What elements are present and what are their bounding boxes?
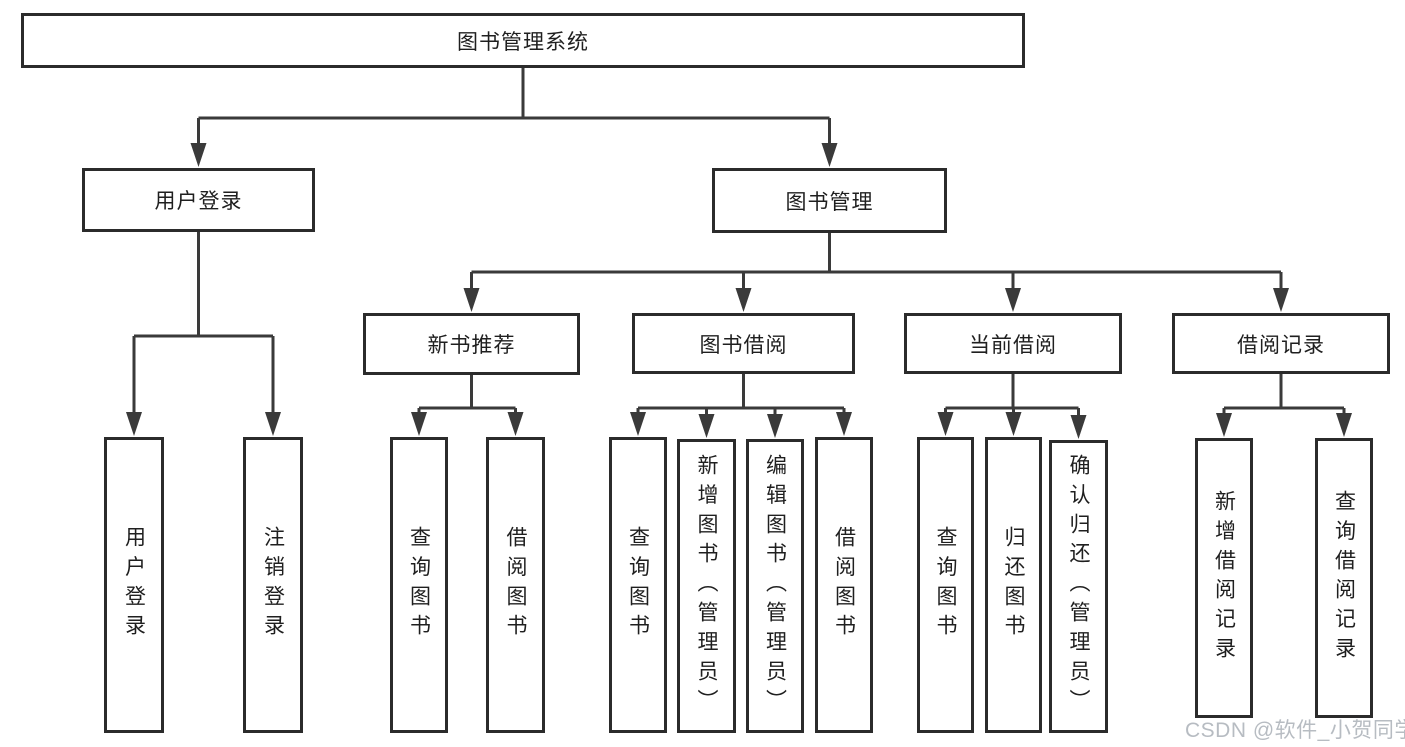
csdn-watermark: CSDN @软件_小贺同学	[1185, 719, 1405, 742]
node-current-borrow-label: 当前借阅	[969, 333, 1057, 357]
arrowhead-icon	[1216, 413, 1232, 437]
leaf-records-add: 新增借阅记录	[1195, 438, 1253, 718]
leaf-borrow-borrow-label: 借阅图书	[832, 526, 856, 644]
arrowhead-icon	[507, 412, 524, 436]
arrowhead-icon	[190, 143, 207, 167]
node-borrow-records: 借阅记录	[1172, 313, 1390, 374]
leaf-borrow-edit-admin-label: 编辑图书（管理员）	[763, 453, 787, 719]
leaf-borrow-query: 查询图书	[609, 437, 667, 733]
arrowhead-icon	[1005, 288, 1021, 312]
node-book-management-label: 图书管理	[785, 190, 874, 214]
arrowhead-icon	[265, 412, 281, 436]
node-user-login-label: 用户登录	[154, 190, 243, 213]
leaf-current-confirm-admin-label: 确认归还（管理员）	[1067, 454, 1091, 719]
leaf-current-confirm-admin: 确认归还（管理员）	[1049, 440, 1108, 733]
leaf-records-add-label: 新增借阅记录	[1212, 489, 1236, 667]
node-root-label: 图书管理系统	[457, 30, 589, 54]
node-new-book-recommend: 新书推荐	[363, 313, 580, 375]
arrowhead-icon	[126, 412, 142, 436]
leaf-current-return: 归还图书	[985, 437, 1042, 733]
leaf-newbook-query-label: 查询图书	[407, 526, 431, 644]
leaf-logout-label: 注销登录	[261, 526, 285, 644]
leaf-borrow-add-admin: 新增图书（管理员）	[677, 439, 736, 733]
leaf-current-return-label: 归还图书	[1002, 526, 1026, 644]
leaf-newbook-borrow-label: 借阅图书	[504, 526, 528, 644]
leaf-user-login-label: 用户登录	[122, 526, 146, 644]
node-root: 图书管理系统	[21, 13, 1025, 68]
arrowhead-icon	[1336, 413, 1352, 437]
leaf-borrow-edit-admin: 编辑图书（管理员）	[746, 439, 804, 733]
leaf-logout: 注销登录	[243, 437, 303, 733]
arrowhead-icon	[1070, 415, 1087, 439]
node-new-book-recommend-label: 新书推荐	[427, 334, 516, 357]
arrowhead-icon	[463, 288, 480, 312]
leaf-borrow-add-admin-label: 新增图书（管理员）	[695, 453, 719, 719]
arrowhead-icon	[735, 288, 752, 312]
arrowhead-icon	[1273, 288, 1289, 312]
leaf-records-query: 查询借阅记录	[1315, 438, 1373, 718]
arrowhead-icon	[767, 414, 783, 438]
arrowhead-icon	[630, 412, 646, 436]
node-user-login: 用户登录	[82, 168, 315, 232]
arrowhead-icon	[698, 414, 715, 438]
leaf-current-query: 查询图书	[917, 437, 974, 733]
arrowhead-icon	[1005, 412, 1022, 436]
arrowhead-icon	[836, 412, 852, 436]
leaf-user-login: 用户登录	[104, 437, 164, 733]
arrowhead-icon	[937, 412, 954, 436]
node-book-borrow: 图书借阅	[632, 313, 855, 374]
leaf-current-query-label: 查询图书	[934, 526, 958, 644]
leaf-newbook-query: 查询图书	[390, 437, 448, 733]
arrowhead-icon	[411, 412, 427, 436]
node-book-management: 图书管理	[712, 168, 947, 233]
leaf-newbook-borrow: 借阅图书	[486, 437, 545, 733]
leaf-borrow-borrow: 借阅图书	[815, 437, 873, 733]
leaf-records-query-label: 查询借阅记录	[1332, 489, 1356, 667]
arrowhead-icon	[821, 143, 838, 167]
leaf-borrow-query-label: 查询图书	[626, 526, 650, 644]
node-borrow-records-label: 借阅记录	[1237, 333, 1325, 357]
node-current-borrow: 当前借阅	[904, 313, 1122, 374]
node-book-borrow-label: 图书借阅	[699, 333, 788, 357]
